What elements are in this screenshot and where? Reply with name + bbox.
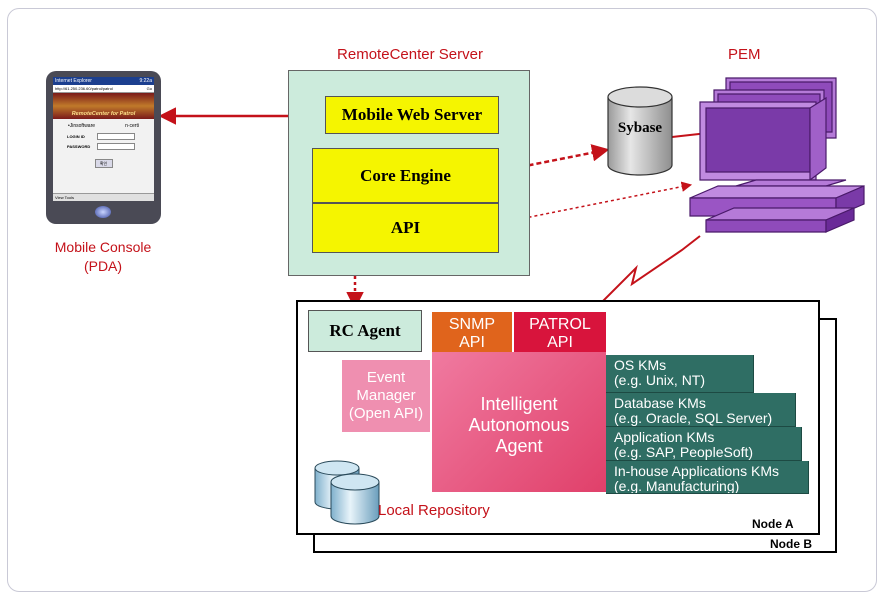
km-inhouse: In-house Applications KMs (e.g. Manufact… — [606, 461, 809, 494]
sybase-database-icon — [607, 86, 673, 176]
pda-brand-1: •Jinsoftware — [68, 123, 96, 129]
km-db-line2: (e.g. Oracle, SQL Server) — [614, 410, 773, 426]
km-application: Application KMs (e.g. SAP, PeopleSoft) — [606, 427, 802, 461]
patrol-line1: PATROL — [529, 316, 591, 333]
mobile-web-server-box: Mobile Web Server — [325, 96, 499, 134]
mobile-console-line2: (PDA) — [83, 258, 123, 274]
pda-footer: View Tools — [53, 193, 154, 201]
patrol-line2: API — [547, 334, 573, 351]
node-b-label: Node B — [770, 537, 812, 551]
local-repository-label: Local Repository — [378, 502, 490, 519]
snmp-line1: SNMP — [448, 316, 496, 333]
pda-go[interactable]: Go — [146, 86, 152, 91]
pda-login-input[interactable] — [97, 133, 135, 140]
pda-password-input[interactable] — [97, 143, 135, 150]
rc-agent-box: RC Agent — [308, 310, 422, 352]
pem-computers-icon — [689, 77, 865, 233]
snmp-line2: API — [459, 334, 485, 351]
km-os: OS KMs (e.g. Unix, NT) — [606, 355, 754, 393]
pda-brand-2: n·certi — [125, 123, 139, 129]
pda-banner: RemoteCenter for Patrol — [53, 93, 154, 119]
pda-login-row: LOGIN ID — [67, 133, 154, 140]
pda-button — [95, 206, 111, 218]
pda-title: Internet Explorer — [55, 78, 92, 84]
pda-footer-text: View Tools — [55, 195, 74, 200]
local-repository-icon — [314, 460, 380, 525]
mobile-console-line1: Mobile Console — [54, 239, 152, 255]
event-manager-box: Event Manager (Open API) — [342, 360, 430, 432]
pda-brands: •Jinsoftware n·certi — [53, 123, 154, 129]
api-box: API — [312, 203, 499, 253]
intelligent-agent-box: Intelligent Autonomous Agent — [432, 352, 606, 492]
event-line3: (Open API) — [348, 405, 424, 422]
pda-title-bar: Internet Explorer 9:22a — [53, 77, 154, 85]
pda-login-label: LOGIN ID — [67, 134, 85, 139]
km-app-line1: Application KMs — [614, 429, 715, 445]
core-engine-box: Core Engine — [312, 148, 499, 203]
km-app-line2: (e.g. SAP, PeopleSoft) — [614, 444, 754, 460]
pda-screen: Internet Explorer 9:22a http://61.250.23… — [53, 77, 154, 201]
api-pem-arrow — [502, 181, 693, 226]
pda-time: 9:22a — [139, 78, 152, 84]
km-os-line2: (e.g. Unix, NT) — [614, 372, 706, 388]
sybase-label: Sybase — [617, 120, 663, 136]
km-inhouse-line2: (e.g. Manufacturing) — [614, 478, 740, 494]
pda-confirm-button[interactable]: 확인 — [94, 159, 113, 168]
km-inhouse-line1: In-house Applications KMs — [614, 463, 779, 479]
pda-password-label: PASSWORD — [67, 144, 91, 149]
km-os-line1: OS KMs — [614, 357, 667, 373]
pda-password-row: PASSWORD — [67, 143, 154, 150]
pem-label: PEM — [728, 46, 761, 63]
agent-line1: Intelligent — [480, 394, 558, 414]
patrol-api-box: PATROL API — [514, 312, 606, 352]
mobile-console-label: Mobile Console (PDA) — [28, 238, 178, 276]
agent-line2: Autonomous — [468, 415, 570, 435]
pda-address: http://61.250.236.60/patrol/patrol — [55, 86, 113, 91]
km-db-line1: Database KMs — [614, 395, 706, 411]
event-line1: Event — [366, 369, 406, 386]
pda-device: Internet Explorer 9:22a http://61.250.23… — [46, 71, 161, 224]
pda-address-bar[interactable]: http://61.250.236.60/patrol/patrol Go — [53, 85, 154, 93]
agent-line3: Agent — [495, 436, 543, 456]
km-database: Database KMs (e.g. Oracle, SQL Server) — [606, 393, 796, 427]
snmp-api-box: SNMP API — [432, 312, 512, 352]
server-title: RemoteCenter Server — [337, 46, 483, 63]
pem-node-zigzag — [595, 235, 701, 309]
event-line2: Manager — [356, 387, 416, 404]
node-a-label: Node A — [752, 517, 794, 531]
pda-banner-text: RemoteCenter for Patrol — [71, 111, 136, 117]
